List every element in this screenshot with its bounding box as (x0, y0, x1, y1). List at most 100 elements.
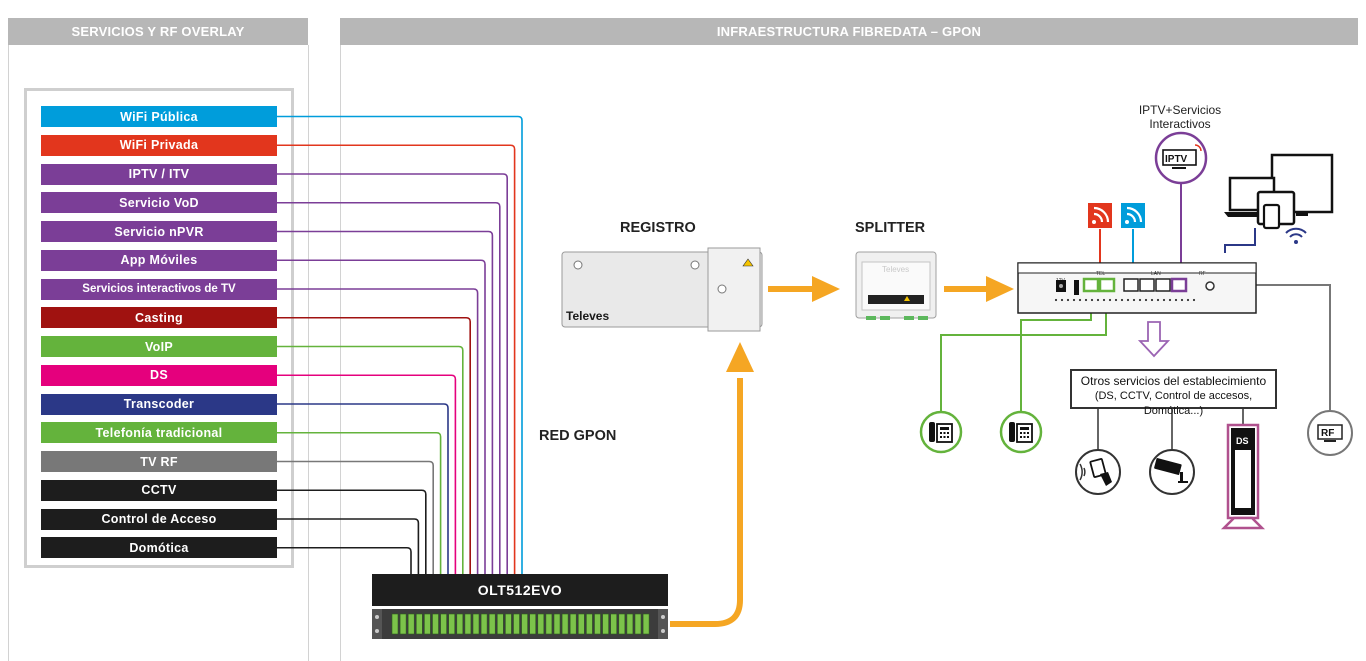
service-fiber (277, 403, 449, 574)
ont-vent (1156, 298, 1160, 302)
registro-box: Televes (561, 247, 763, 332)
olt-port (529, 613, 537, 635)
olt-port (456, 613, 464, 635)
wifi-publica-icon (1121, 203, 1145, 228)
right-column-border (340, 45, 341, 661)
svg-text:LAN: LAN (1151, 271, 1161, 277)
service-item: Domótica (41, 537, 277, 559)
up-arrow-icon (726, 342, 754, 372)
service-fiber (277, 374, 457, 574)
otros-servicios-box: Otros servicios del establecimiento (DS,… (1070, 369, 1277, 417)
ont-vent (1126, 298, 1130, 302)
olt-port (399, 613, 407, 635)
service-item: WiFi Pública (41, 106, 277, 127)
ont-vent (1132, 298, 1136, 302)
service-fiber (277, 316, 471, 574)
rf-icon: RF (1307, 410, 1353, 456)
splitter-box: Televes (855, 251, 937, 320)
olt-port (545, 613, 553, 635)
olt-port (586, 613, 593, 635)
right-arrow-icon (986, 276, 1014, 302)
ont-vent (1186, 298, 1190, 302)
left-header: SERVICIOS Y RF OVERLAY (8, 18, 308, 45)
service-item: Servicio VoD (41, 192, 277, 214)
service-item: Casting (41, 307, 277, 329)
ont-vent (1060, 298, 1064, 302)
down-arrow-icon (1137, 321, 1171, 358)
ont-vent (1138, 298, 1142, 302)
fiber-splitter-ont (944, 286, 990, 292)
otros-subtitle: (DS, CCTV, Control de accesos, Domótica.… (1094, 390, 1253, 417)
right-arrow-icon (812, 276, 840, 302)
left-column-border (8, 45, 9, 661)
service-item: CCTV (41, 479, 277, 501)
left-column-border-right (308, 45, 309, 661)
svg-text:DS: DS (1236, 436, 1249, 446)
service-item: WiFi Privada (41, 134, 277, 156)
olt-port (537, 613, 545, 635)
olt-port (464, 613, 472, 635)
service-item: Telefonía tradicional (41, 422, 277, 444)
splitter-label: SPLITTER (855, 220, 926, 236)
service-fiber (277, 431, 442, 574)
iptv-icon: IPTV (1154, 131, 1208, 185)
phone-icon (919, 410, 963, 454)
olt-port (407, 613, 415, 635)
olt-port (626, 613, 634, 635)
svg-text:RF: RF (1199, 271, 1206, 277)
olt-port (553, 613, 561, 635)
red-gpon-label: RED GPON (539, 428, 617, 444)
ont-vent (1162, 298, 1166, 302)
ont-vent (1072, 298, 1076, 302)
service-item: VoIP (41, 336, 277, 357)
phone-icon (999, 410, 1043, 454)
service-fiber (277, 201, 501, 574)
cctv-camera-icon (1149, 449, 1195, 495)
service-fiber (277, 489, 427, 574)
olt-port (432, 613, 439, 635)
ont-vent (1114, 298, 1118, 302)
service-fiber (277, 173, 508, 574)
olt-port (634, 613, 642, 635)
olt-port (448, 613, 456, 635)
card-reader-icon (1075, 449, 1121, 495)
service-fiber (277, 288, 479, 574)
service-item: Servicio nPVR (41, 221, 277, 242)
screens-devices (1224, 153, 1334, 230)
service-fiber (277, 230, 494, 574)
ont-vent (1180, 298, 1184, 302)
ont-vent (1120, 298, 1124, 302)
olt-port (415, 613, 423, 635)
service-item: DS (41, 364, 277, 386)
ont-vent (1174, 298, 1178, 302)
service-item: TV RF (41, 451, 277, 472)
service-item: Control de Acceso (41, 508, 277, 530)
olt-port (496, 613, 504, 635)
svg-text:TEL: TEL (1096, 271, 1105, 277)
ont-vent (1168, 298, 1172, 302)
olt-port (440, 613, 447, 635)
ont-vent (1108, 298, 1112, 302)
olt-ports (391, 613, 650, 635)
olt-port (577, 613, 585, 635)
olt-port (642, 613, 650, 635)
service-fiber (277, 259, 486, 574)
svg-text:RF: RF (1321, 428, 1334, 439)
fiber-registro-splitter (768, 286, 816, 292)
ont-vent (1096, 298, 1100, 302)
service-item: Servicios interactivos de TV (41, 278, 277, 300)
service-fiber (277, 546, 412, 574)
ont-vent (1192, 298, 1196, 302)
ont-vent (1090, 298, 1094, 302)
iptv-caption-line1: IPTV+Servicios (1138, 103, 1222, 117)
ont-device: 12V TEL LAN RF (1017, 262, 1257, 314)
ont-vent (1102, 298, 1106, 302)
ont-vent (1150, 298, 1154, 302)
ds-totem: DS (1220, 423, 1266, 530)
olt-port (521, 613, 528, 635)
service-fiber (277, 115, 523, 574)
registro-label: REGISTRO (620, 220, 696, 236)
ont-vent (1054, 298, 1058, 302)
ont-vent (1066, 298, 1070, 302)
